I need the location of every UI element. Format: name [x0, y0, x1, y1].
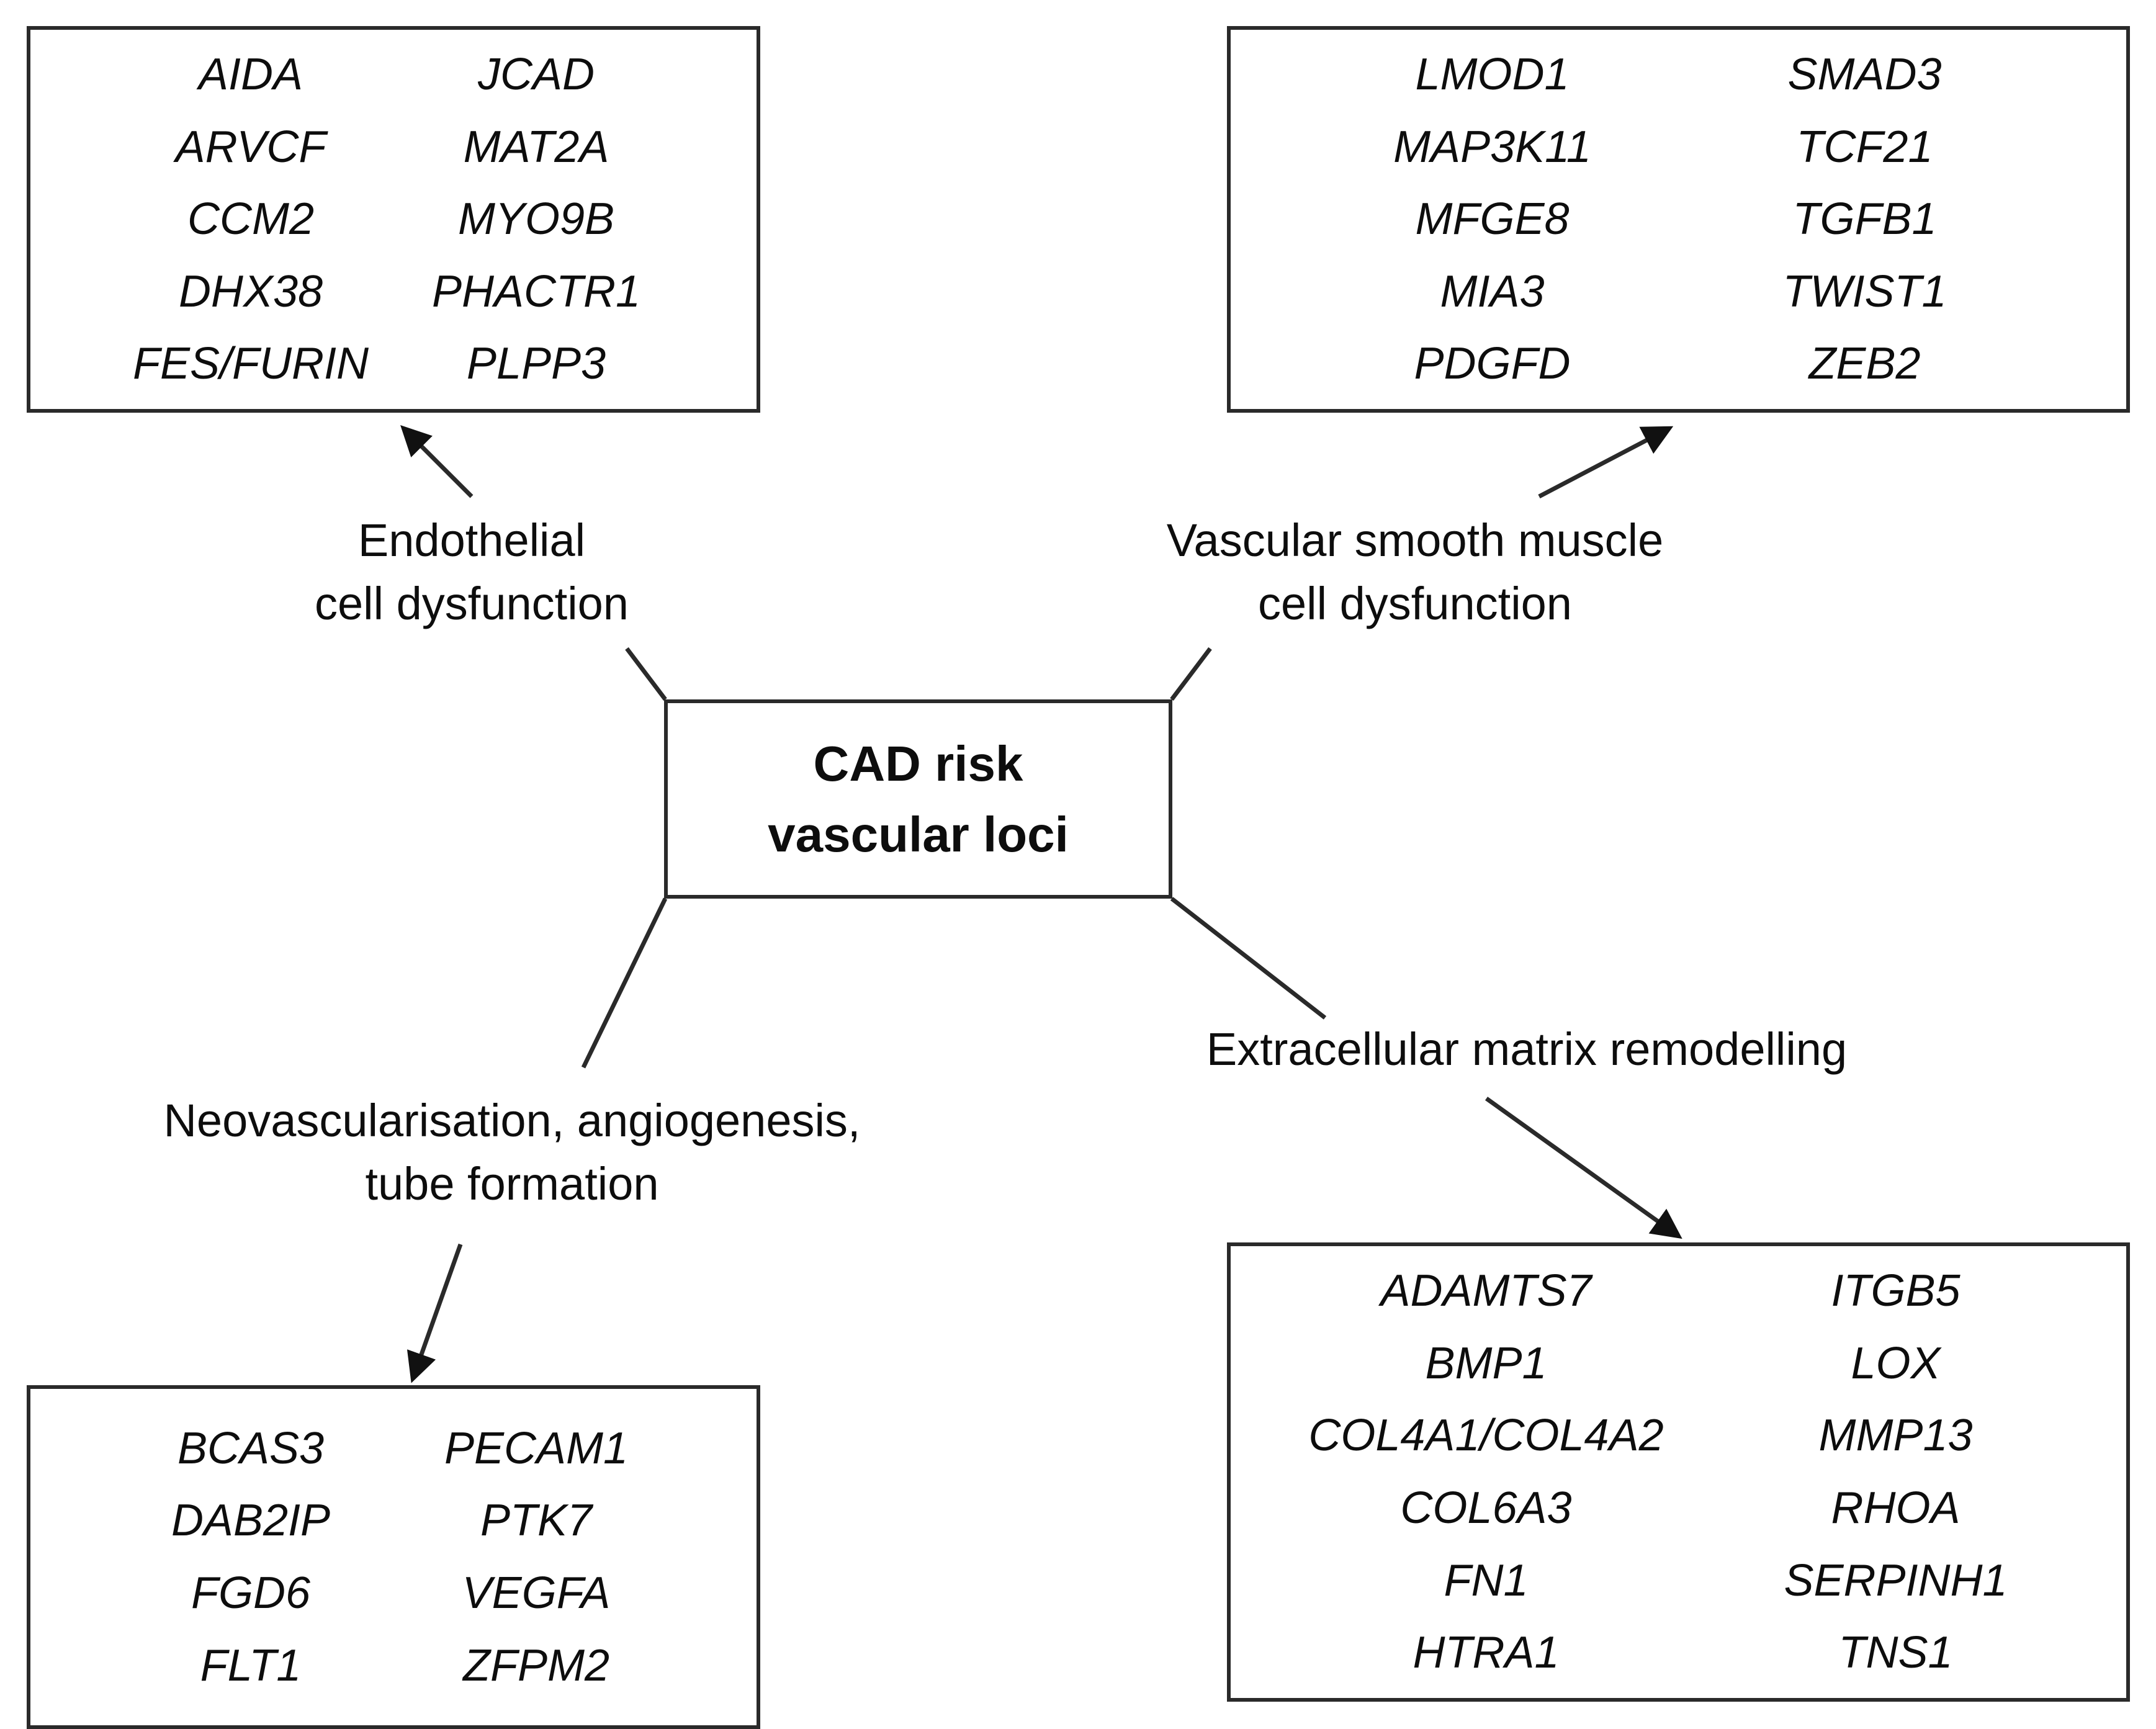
gene-item: TCF21 — [1796, 122, 1933, 172]
gene-item: COL6A3 — [1400, 1483, 1572, 1533]
arrow-endothelial-to-box — [400, 425, 474, 498]
gene-item: VEGFA — [462, 1568, 611, 1618]
gene-item: BCAS3 — [177, 1423, 325, 1473]
gene-item: FGD6 — [191, 1568, 311, 1618]
gene-item: CCM2 — [187, 194, 314, 245]
arrow-vsmc-to-box — [1538, 426, 1674, 499]
gene-item: RHOA — [1831, 1483, 1961, 1533]
gene-item: MAT2A — [463, 122, 609, 172]
gene-item: DAB2IP — [171, 1496, 331, 1546]
connector-center-to-neovascularisation — [581, 897, 668, 1069]
gene-column-2: SMAD3 TCF21 TGFB1 TWIST1 ZEB2 — [1735, 38, 1995, 400]
pathway-label-line2: cell dysfunction — [315, 578, 629, 630]
gene-item: PECAM1 — [444, 1423, 629, 1473]
pathway-label-line2: tube formation — [365, 1158, 659, 1210]
pathway-label-line2: cell dysfunction — [1258, 578, 1572, 630]
gene-box-vsmc: LMOD1 MAP3K11 MFGE8 MIA3 PDGFD SMAD3 TCF… — [1227, 26, 2130, 413]
gene-box-endothelial: AIDA ARVCF CCM2 DHX38 FES/FURIN JCAD MAT… — [27, 26, 760, 413]
gene-column-2: ITGB5 LOX MMP13 RHOA SERPINH1 TNS1 — [1722, 1255, 2070, 1689]
gene-column-1: LMOD1 MAP3K11 MFGE8 MIA3 PDGFD — [1362, 38, 1623, 400]
gene-item: PTK7 — [480, 1496, 593, 1546]
gene-item: LMOD1 — [1415, 49, 1570, 99]
gene-item: FES/FURIN — [132, 339, 369, 389]
gene-item: PLPP3 — [466, 339, 606, 389]
gene-item: ADAMTS7 — [1380, 1266, 1592, 1316]
gene-item: LOX — [1851, 1338, 1941, 1388]
gene-item: SMAD3 — [1787, 49, 1942, 99]
center-node-cad-risk-vascular-loci: CAD risk vascular loci — [664, 699, 1172, 899]
connector-center-to-vsmc — [1170, 647, 1212, 701]
gene-item: PDGFD — [1414, 339, 1571, 389]
gene-item: MAP3K11 — [1393, 122, 1591, 172]
gene-item: JCAD — [477, 49, 595, 99]
gene-columns: ADAMTS7 BMP1 COL4A1/COL4A2 COL6A3 FN1 HT… — [1231, 1255, 2126, 1689]
gene-column-1: AIDA ARVCF CCM2 DHX38 FES/FURIN — [120, 38, 381, 400]
gene-item: ZEB2 — [1808, 339, 1921, 389]
gene-columns: BCAS3 DAB2IP FGD6 FLT1 PECAM1 PTK7 VEGFA… — [30, 1412, 757, 1702]
arrow-neovascularisation-to-box — [406, 1243, 463, 1383]
pathway-label-line1: Endothelial — [357, 514, 586, 566]
pathway-label-endothelial: Endothelial cell dysfunction — [279, 509, 664, 635]
pathway-label-line1: Vascular smooth muscle — [1166, 514, 1664, 566]
gene-column-2: PECAM1 PTK7 VEGFA ZFPM2 — [406, 1412, 667, 1702]
gene-item: ITGB5 — [1831, 1266, 1961, 1316]
pathway-label-vsmc: Vascular smooth muscle cell dysfunction — [1123, 509, 1707, 635]
gene-item: SERPINH1 — [1784, 1555, 2008, 1606]
gene-item: DHX38 — [178, 266, 323, 317]
gene-column-1: BCAS3 DAB2IP FGD6 FLT1 — [120, 1412, 381, 1702]
gene-item: ZFPM2 — [462, 1640, 609, 1691]
gene-item: FLT1 — [200, 1640, 302, 1691]
gene-column-1: ADAMTS7 BMP1 COL4A1/COL4A2 COL6A3 FN1 HT… — [1288, 1255, 1685, 1689]
gene-item: TWIST1 — [1782, 266, 1947, 317]
gene-item: ARVCF — [175, 122, 326, 172]
gene-item: AIDA — [198, 49, 303, 99]
pathway-label-line1: Extracellular matrix remodelling — [1206, 1023, 1848, 1075]
gene-item: COL4A1/COL4A2 — [1308, 1411, 1664, 1461]
gene-box-neovascularisation: BCAS3 DAB2IP FGD6 FLT1 PECAM1 PTK7 VEGFA… — [27, 1385, 760, 1729]
connector-center-to-endothelial — [625, 647, 667, 701]
connector-center-to-ecm — [1170, 897, 1327, 1020]
gene-item: TNS1 — [1838, 1628, 1953, 1678]
pathway-label-line1: Neovascularisation, angiogenesis, — [163, 1095, 861, 1146]
arrow-ecm-to-box — [1484, 1097, 1682, 1239]
center-title-line2: vascular loci — [768, 806, 1069, 862]
pathway-label-ecm: Extracellular matrix remodelling — [1130, 1018, 1924, 1081]
gene-box-ecm: ADAMTS7 BMP1 COL4A1/COL4A2 COL6A3 FN1 HT… — [1227, 1242, 2130, 1702]
gene-item: FN1 — [1444, 1555, 1529, 1606]
gene-item: MFGE8 — [1415, 194, 1570, 245]
gene-item: PHACTR1 — [431, 266, 641, 317]
gene-item: TGFB1 — [1792, 194, 1937, 245]
gene-column-2: JCAD MAT2A MYO9B PHACTR1 PLPP3 — [406, 38, 667, 400]
gene-item: BMP1 — [1425, 1338, 1547, 1388]
gene-item: MIA3 — [1440, 266, 1545, 317]
gene-columns: LMOD1 MAP3K11 MFGE8 MIA3 PDGFD SMAD3 TCF… — [1231, 38, 2126, 400]
center-title-line1: CAD risk — [813, 735, 1023, 791]
pathway-label-neovascularisation: Neovascularisation, angiogenesis, tube f… — [81, 1089, 943, 1216]
gene-item: MYO9B — [457, 194, 615, 245]
gene-item: MMP13 — [1818, 1411, 1973, 1461]
gene-columns: AIDA ARVCF CCM2 DHX38 FES/FURIN JCAD MAT… — [30, 38, 757, 400]
gene-item: HTRA1 — [1413, 1628, 1560, 1678]
